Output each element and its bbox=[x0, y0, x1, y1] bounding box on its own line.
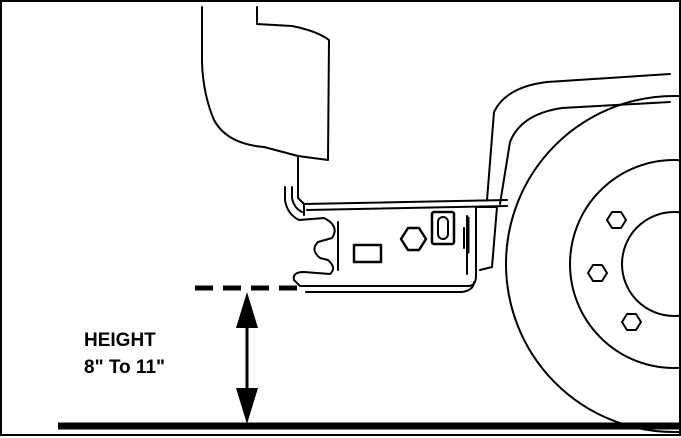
slot-hole bbox=[352, 243, 383, 264]
lug-nut-2 bbox=[587, 264, 608, 282]
hex-bolt bbox=[399, 226, 428, 252]
bracket-fasteners bbox=[352, 210, 470, 264]
lug-nut-3 bbox=[621, 313, 642, 331]
frame-rail bbox=[297, 155, 508, 211]
vehicle-fender bbox=[201, 6, 330, 161]
body-panel bbox=[486, 73, 671, 205]
slotted-hole bbox=[437, 216, 449, 240]
height-label: HEIGHT 8" To 11" bbox=[84, 327, 224, 381]
height-label-title: HEIGHT bbox=[84, 330, 156, 351]
rim bbox=[569, 159, 681, 369]
height-dimension-arrow bbox=[236, 292, 258, 424]
hub bbox=[621, 211, 681, 317]
height-label-range: 8" To 11" bbox=[84, 357, 166, 378]
lug-nut-1 bbox=[606, 211, 627, 229]
bracket-plate bbox=[430, 210, 456, 246]
wheel bbox=[505, 95, 681, 433]
tire bbox=[505, 95, 681, 433]
